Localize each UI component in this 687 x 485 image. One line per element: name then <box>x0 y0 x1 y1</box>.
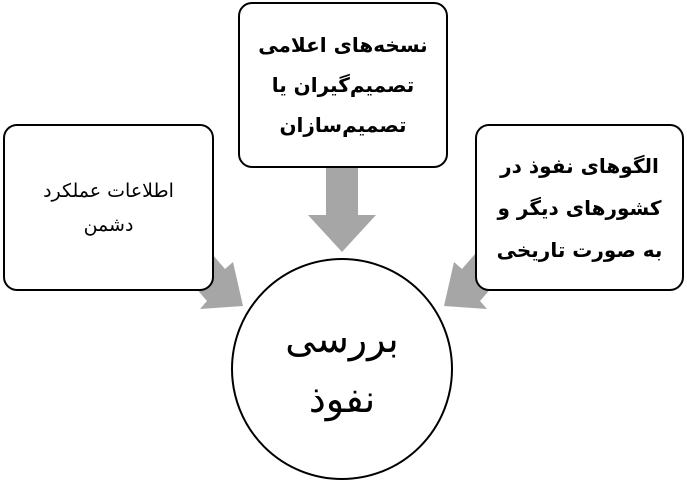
box-right-line-2: کشورهای دیگر و <box>497 195 662 220</box>
box-influence-patterns: الگوهای نفوذ در کشورهای دیگر و به صورت ت… <box>475 124 684 291</box>
box-left-line-1: اطلاعات عملکرد <box>43 179 174 202</box>
box-top-line-2: تصمیم‌گیران یا <box>271 73 415 97</box>
box-enemy-performance: اطلاعات عملکرد دشمن <box>3 124 214 291</box>
box-top-line-1: نسخه‌های اعلامی <box>258 33 428 57</box>
box-left-line-2: دشمن <box>83 213 134 236</box>
box-top-line-3: تصمیم‌سازان <box>279 113 407 137</box>
box-decision-makers: نسخه‌های اعلامی تصمیم‌گیران یا تصمیم‌ساز… <box>238 2 448 168</box>
arrow-top-to-center <box>308 168 376 252</box>
center-line-2: نفوذ <box>308 377 376 421</box>
center-line-1: بررسی <box>285 317 399 361</box>
center-circle: بررسی نفوذ <box>231 258 453 480</box>
box-right-line-1: الگوهای نفوذ در <box>500 153 659 178</box>
box-right-line-3: به صورت تاریخی <box>496 237 663 262</box>
